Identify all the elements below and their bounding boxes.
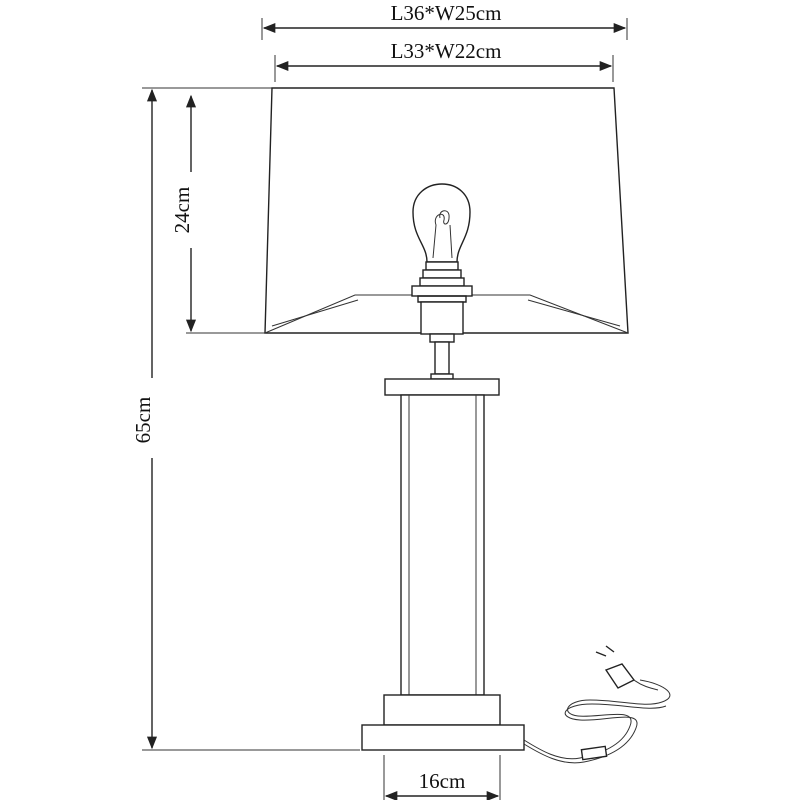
outer-width-label: L36*W25cm: [391, 1, 502, 25]
inner-width-dimension: L33*W22cm: [274, 39, 614, 82]
power-cord-icon: [523, 645, 671, 764]
light-bulb-icon: [411, 183, 473, 335]
inner-width-label: L33*W22cm: [391, 39, 502, 63]
shade-height-label: 24cm: [170, 187, 194, 234]
base-width-dimension: 16cm: [383, 755, 501, 800]
shade-height-dimension: 24cm: [170, 94, 268, 334]
base-width-label: 16cm: [419, 769, 466, 793]
outer-width-dimension: L36*W25cm: [261, 1, 628, 40]
total-height-label: 65cm: [131, 397, 155, 444]
lamp-column: [361, 378, 525, 751]
lamp-stem: [429, 333, 455, 380]
total-height-dimension: 65cm: [131, 87, 360, 751]
